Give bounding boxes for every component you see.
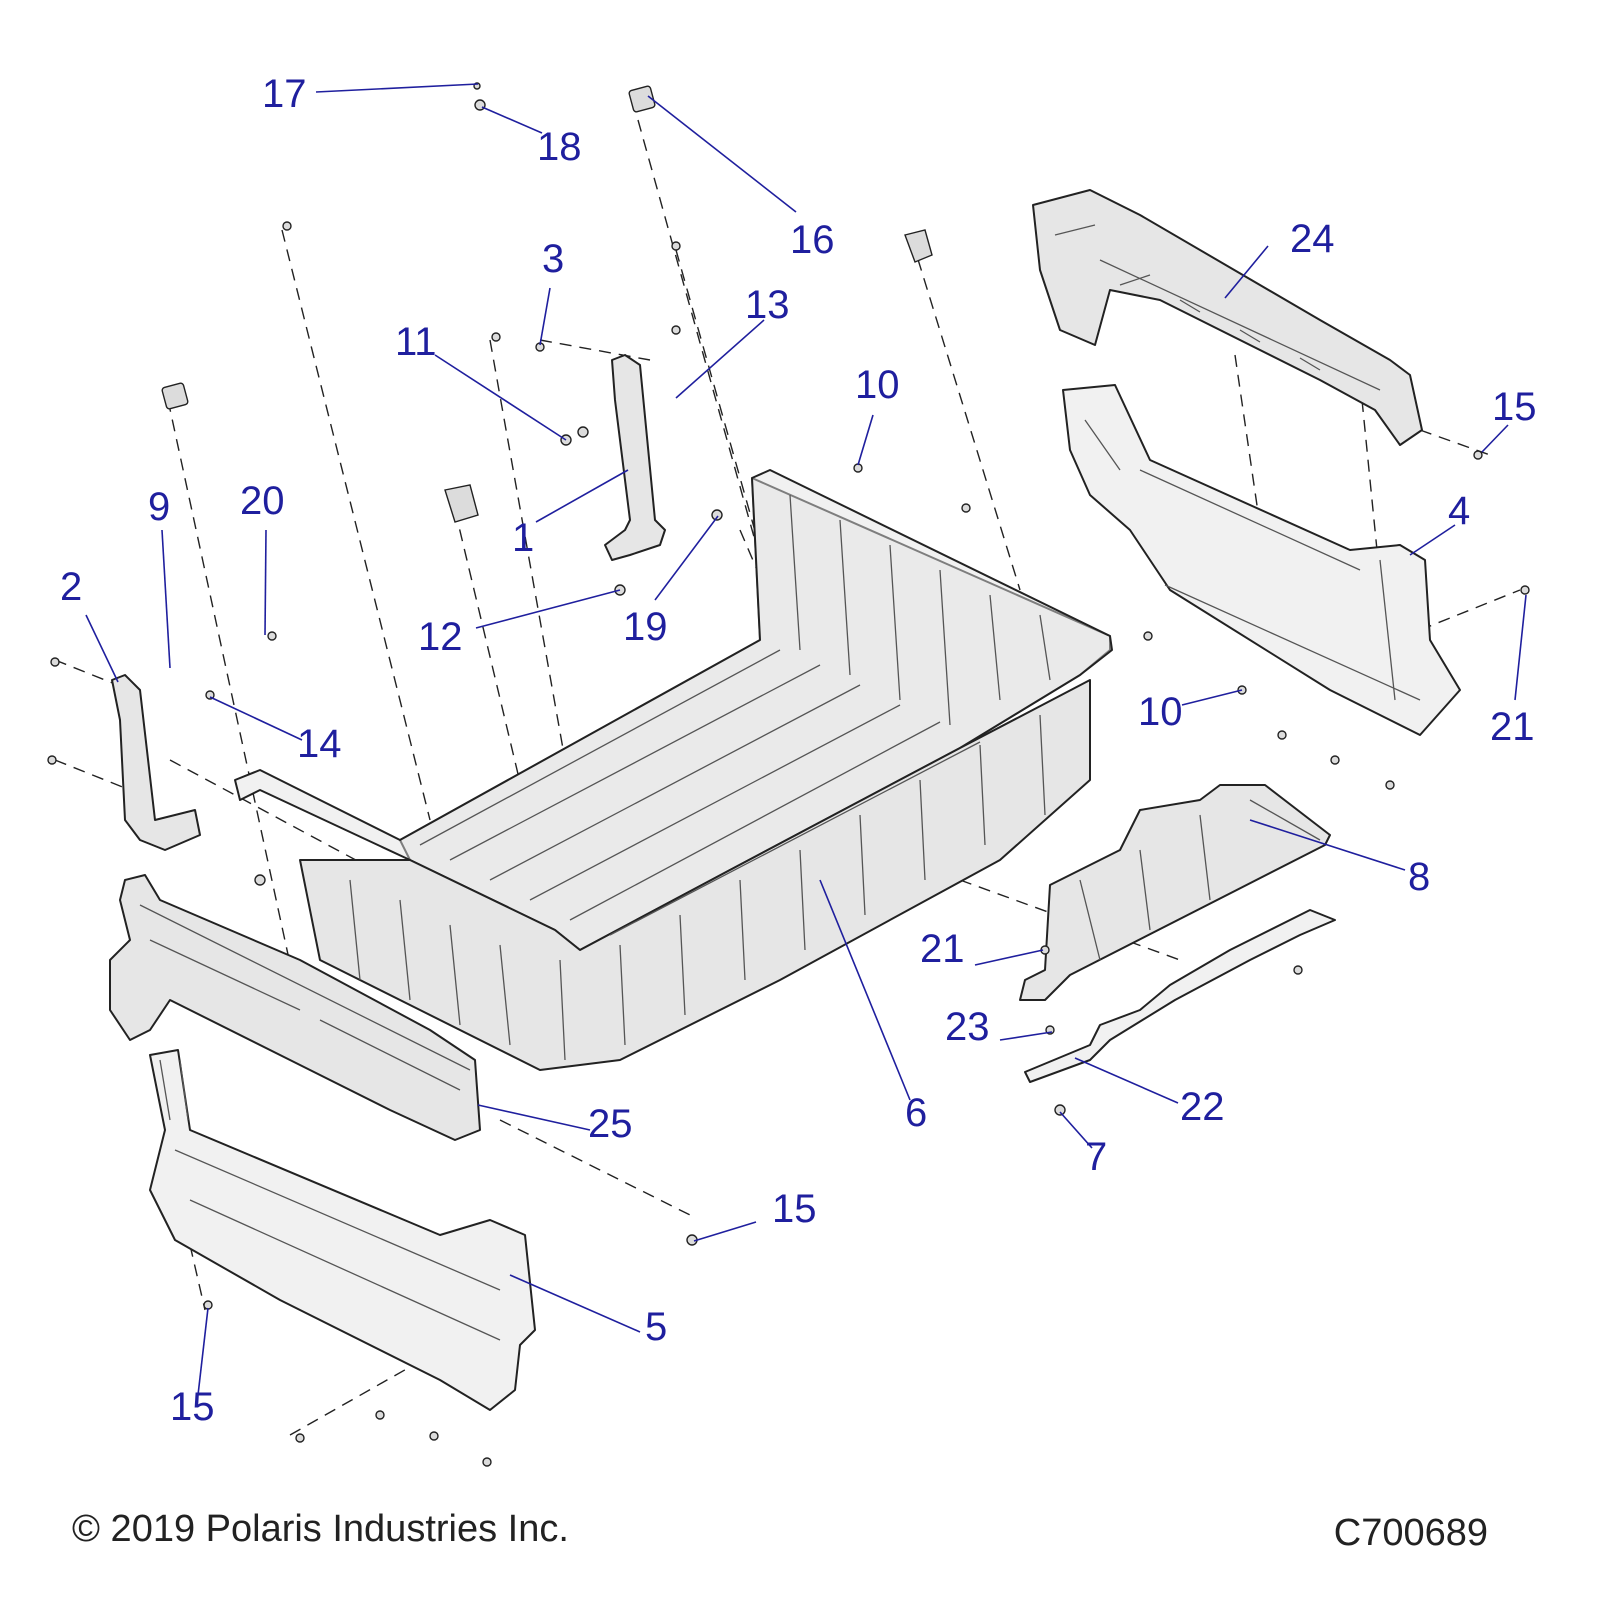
rear-upper-panel bbox=[1032, 189, 1423, 446]
callout-22: 22 bbox=[1180, 1085, 1225, 1129]
callout-24: 24 bbox=[1290, 217, 1335, 261]
cargo-box bbox=[234, 469, 1113, 1071]
callout-12: 12 bbox=[418, 615, 463, 659]
callout-5: 5 bbox=[645, 1305, 667, 1349]
figure-id: C700689 bbox=[1333, 1512, 1488, 1554]
callout-15-center: 15 bbox=[772, 1187, 817, 1231]
callout-3: 3 bbox=[542, 237, 564, 281]
callout-9: 9 bbox=[148, 485, 170, 529]
callout-20: 18 bbox=[537, 125, 582, 169]
callout-15-right: 15 bbox=[1492, 385, 1537, 429]
callout-21-right: 21 bbox=[1490, 705, 1535, 749]
callout-13: 14 bbox=[297, 722, 342, 766]
callout-21-lower: 21 bbox=[920, 927, 965, 971]
rear-lower-panel bbox=[1062, 384, 1461, 736]
side-bracket-right bbox=[604, 354, 666, 561]
callout-18: 16 bbox=[790, 218, 835, 262]
side-bracket-left bbox=[111, 674, 201, 851]
callout-19: 17 bbox=[262, 72, 307, 116]
front-upper-panel bbox=[109, 874, 481, 1141]
callout-15-left: 15 bbox=[170, 1385, 215, 1429]
copyright-notice: © 2019 Polaris Industries Inc. bbox=[72, 1508, 569, 1550]
front-lower-panel bbox=[149, 1049, 536, 1411]
callout-14: 13 bbox=[745, 283, 790, 327]
callout-7: 7 bbox=[1085, 1135, 1107, 1179]
callout-23: 23 bbox=[945, 1005, 990, 1049]
callout-labels: 17 18 16 3 13 11 24 10 15 9 20 4 1 2 19 … bbox=[60, 72, 1537, 1429]
callout-11: 11 bbox=[395, 320, 437, 364]
under-bracket bbox=[1019, 784, 1331, 1001]
callout-16: 19 bbox=[623, 605, 668, 649]
lower-strap bbox=[1024, 909, 1336, 1083]
callout-2: 2 bbox=[60, 565, 82, 609]
callout-25: 25 bbox=[588, 1102, 633, 1146]
callout-1: 1 bbox=[512, 516, 534, 560]
leader-lines bbox=[85, 83, 1527, 1396]
callout-10-lower: 10 bbox=[1138, 690, 1183, 734]
callout-6: 6 bbox=[905, 1091, 927, 1135]
callout-8: 8 bbox=[1408, 855, 1430, 899]
callout-17: 20 bbox=[240, 479, 285, 523]
callout-4: 4 bbox=[1448, 489, 1470, 533]
callout-10-upper: 10 bbox=[855, 363, 900, 407]
assembly-lines bbox=[54, 119, 1521, 1436]
